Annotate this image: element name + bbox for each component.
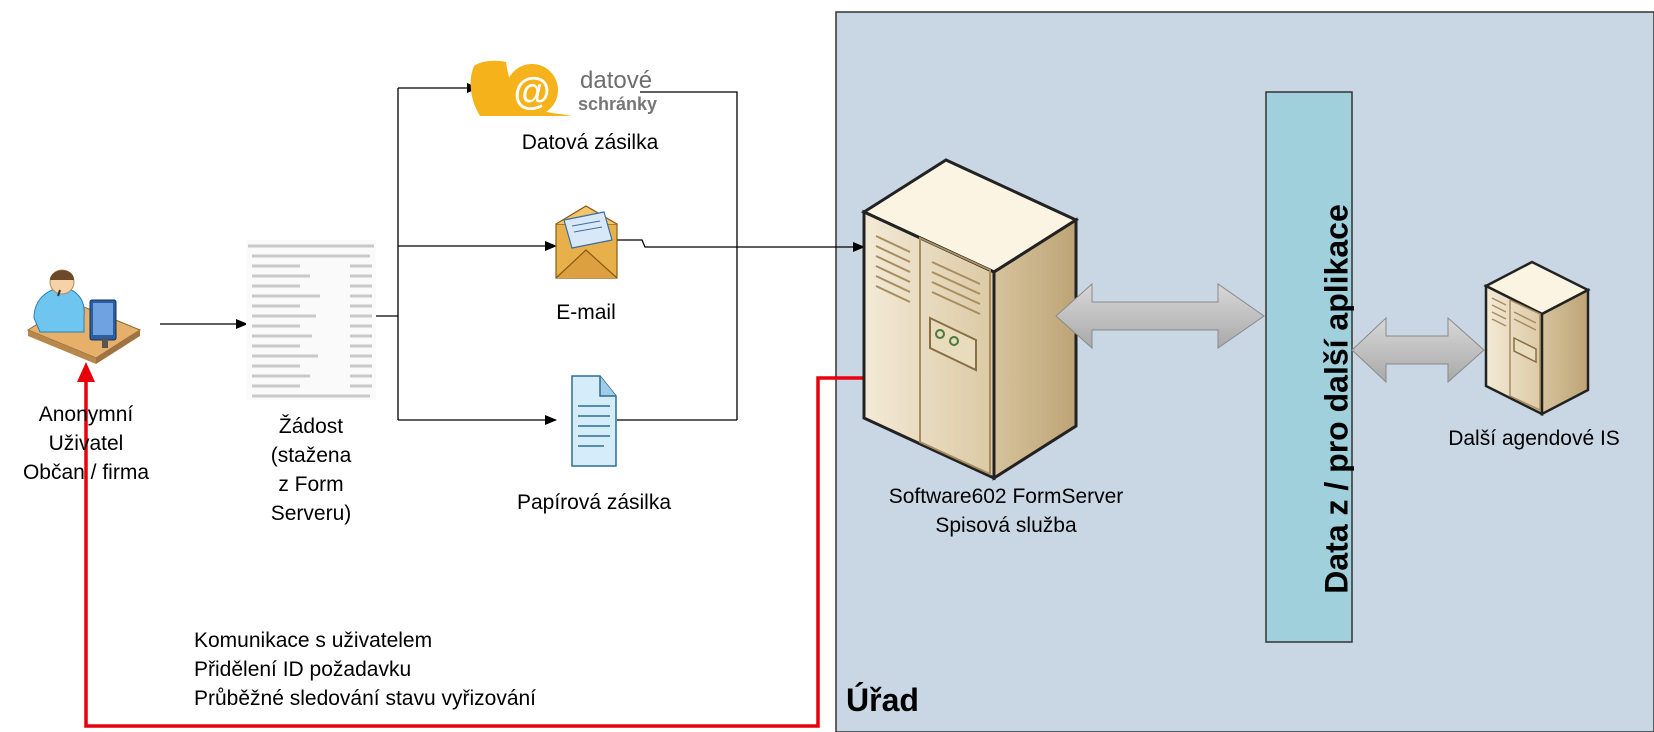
office-title: Úřad — [846, 682, 919, 718]
double-arrow-band-is — [1351, 316, 1485, 384]
email-channel-label: E-mail — [556, 301, 616, 324]
request-label-line-4: Serveru) — [270, 502, 352, 525]
formserver-label: Software602 FormServer Spisová služba — [856, 482, 1156, 540]
request-label-line-1: Žádost — [278, 415, 344, 438]
request-label-line-3: z Form — [278, 473, 344, 496]
user-label-line-2: Uživatel — [48, 432, 124, 455]
paper-channel-label: Papírová zásilka — [516, 491, 672, 514]
datove-schranky-logo: @ datové schránky — [470, 60, 657, 116]
double-arrow-server-band — [1055, 282, 1265, 350]
svg-text:@: @ — [513, 71, 550, 113]
logo-text-top: datové — [580, 67, 652, 94]
logo-text-bottom: schránky — [578, 94, 657, 114]
feedback-arrow-head — [77, 362, 95, 382]
user-label-line-1: Anonymní — [38, 403, 134, 426]
databox-channel-label: Datová zásilka — [521, 131, 659, 154]
other-is-server-icon — [1483, 260, 1591, 417]
formserver-label-line-1: Software602 FormServer — [888, 485, 1124, 508]
request-label-line-2: (stažena — [270, 444, 352, 467]
flow-lines — [160, 83, 865, 425]
user-label: Anonymní Uživatel Občan / firma — [6, 400, 166, 487]
envelope-icon — [555, 205, 618, 279]
user-label-line-3: Občan / firma — [22, 461, 150, 484]
paper-document-icon — [571, 375, 617, 467]
data-band — [1265, 91, 1353, 643]
communication-line-2: Přidělení ID požadavku — [194, 658, 412, 681]
user-workstation-icon — [26, 269, 142, 364]
communication-notes: Komunikace s uživatelem Přidělení ID pož… — [194, 626, 536, 713]
formserver-label-line-2: Spisová služba — [935, 514, 1077, 537]
request-label: Žádost (stažena z Form Serveru) — [246, 412, 376, 528]
communication-line-3: Průběžné sledování stavu vyřizování — [194, 687, 537, 710]
feedback-line — [84, 376, 868, 728]
formserver-server-icon — [860, 158, 1080, 481]
data-band-label: Data z / pro další aplikace — [1318, 204, 1355, 594]
other-is-label: Další agendové IS — [1448, 427, 1620, 450]
request-document-icon — [246, 240, 376, 400]
communication-line-1: Komunikace s uživatelem — [194, 629, 433, 652]
databox-return-line — [640, 91, 738, 420]
email-to-server-arrow — [617, 239, 865, 252]
